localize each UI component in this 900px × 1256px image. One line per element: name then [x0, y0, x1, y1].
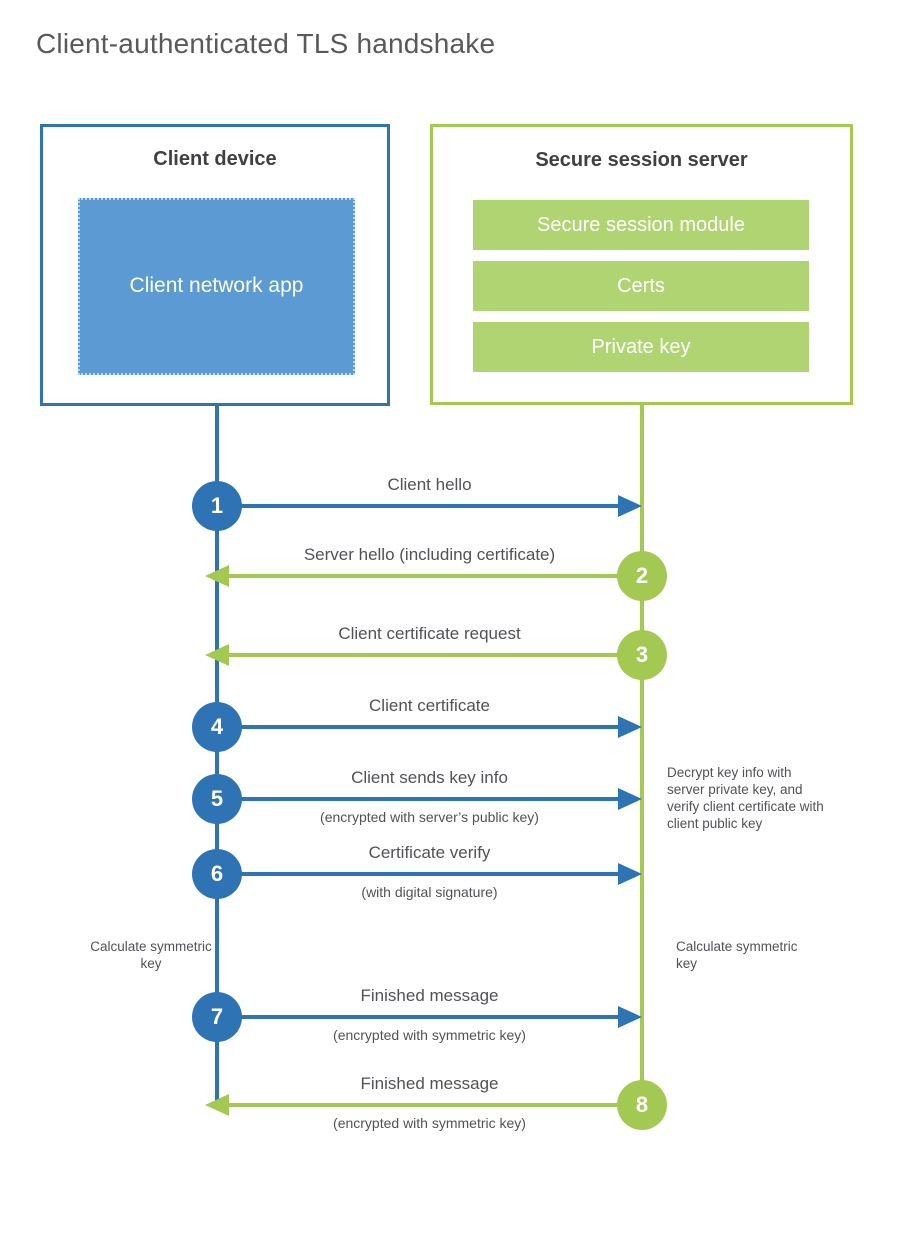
message-arrow-2 — [227, 574, 642, 578]
message-label-7: Finished message — [360, 986, 499, 1005]
message-arrow-3 — [227, 653, 642, 657]
client-network-app-box: Client network app — [78, 198, 355, 375]
message-step-circle-7: 7 — [192, 992, 242, 1042]
client-device-title: Client device — [153, 148, 277, 170]
message-arrowhead-2 — [205, 565, 229, 587]
message-arrow-8 — [227, 1103, 642, 1107]
message-arrowhead-4 — [618, 716, 642, 738]
message-arrowhead-6 — [618, 863, 642, 885]
server-module-secure-session-module: Secure session module — [473, 200, 809, 250]
message-step-circle-2: 2 — [617, 551, 667, 601]
message-step-circle-3: 3 — [617, 630, 667, 680]
client-network-app-label: Client network app — [129, 274, 304, 298]
message-arrowhead-1 — [618, 495, 642, 517]
message-label-2: Server hello (including certificate) — [303, 545, 556, 564]
message-arrow-6 — [217, 872, 620, 876]
message-arrow-7 — [217, 1015, 620, 1019]
message-label-8: Finished message — [360, 1074, 499, 1093]
message-arrow-4 — [217, 725, 620, 729]
message-step-circle-8: 8 — [617, 1080, 667, 1130]
message-label-5: Client sends key info — [351, 768, 508, 787]
message-arrow-1 — [217, 504, 620, 508]
page-title: Client-authenticated TLS handshake — [36, 28, 496, 59]
message-sublabel-6: (with digital signature) — [361, 884, 498, 900]
server-lifeline — [640, 403, 644, 1105]
secure-session-server-title: Secure session server — [535, 149, 748, 171]
message-arrowhead-3 — [205, 644, 229, 666]
server-module-certs: Certs — [473, 261, 809, 311]
message-step-circle-4: 4 — [192, 702, 242, 752]
message-sublabel-8: (encrypted with symmetric key) — [333, 1115, 526, 1131]
message-label-4: Client certificate — [369, 696, 490, 715]
message-arrowhead-5 — [618, 788, 642, 810]
message-arrow-5 — [217, 797, 620, 801]
message-sublabel-5: (encrypted with server’s public key) — [320, 809, 539, 825]
message-arrowhead-7 — [618, 1006, 642, 1028]
client-lifeline — [215, 404, 219, 1104]
message-step-circle-5: 5 — [192, 774, 242, 824]
message-step-circle-1: 1 — [192, 481, 242, 531]
message-label-3: Client certificate request — [338, 624, 521, 643]
calculate-symmetric-key-note-server: Calculate symmetric key — [676, 939, 798, 971]
message-arrowhead-8 — [205, 1094, 229, 1116]
calculate-symmetric-key-note-client: Calculate symmetric key — [90, 939, 212, 971]
message-step-circle-6: 6 — [192, 849, 242, 899]
message-label-1: Client hello — [387, 475, 472, 494]
message-label-6: Certificate verify — [368, 843, 491, 862]
server-module-private-key: Private key — [473, 322, 809, 372]
decrypt-key-note: Decrypt key info with server private key… — [667, 765, 824, 831]
message-sublabel-7: (encrypted with symmetric key) — [333, 1027, 526, 1043]
